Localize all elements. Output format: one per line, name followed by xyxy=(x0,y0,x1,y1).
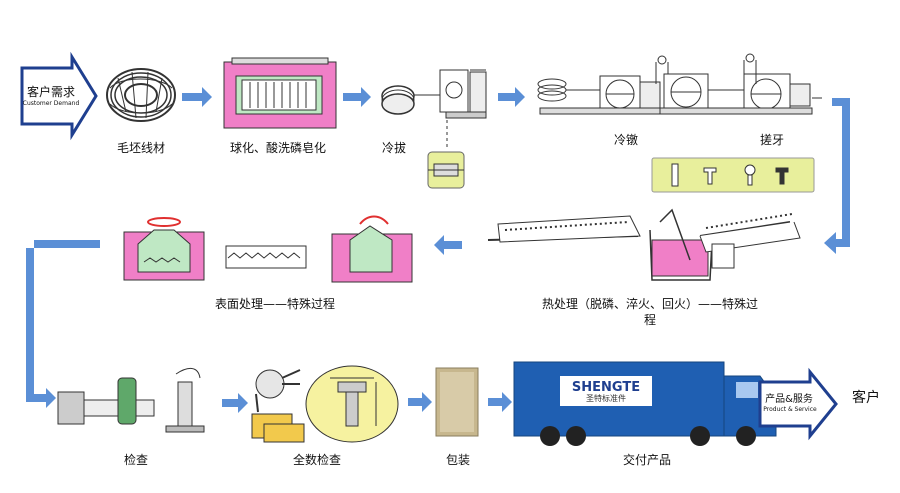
step-wire-label: 毛坯线材 xyxy=(116,141,165,155)
threading-machine-icon xyxy=(659,53,822,115)
connector-right xyxy=(824,98,850,254)
drawing-machine-icon xyxy=(381,69,487,119)
customer-demand-arrow xyxy=(20,51,98,141)
arrow-right-5 xyxy=(408,392,432,412)
step-heading-label: 冷镦 xyxy=(613,133,638,147)
bolt-gauge-icon xyxy=(57,368,205,433)
product-service-title: 产品&服务 xyxy=(765,394,813,405)
connector-left xyxy=(26,240,100,408)
surface-treatment-icon xyxy=(123,215,413,283)
package-icon xyxy=(435,367,479,437)
step-surface-label: 表面处理——特殊过程 xyxy=(214,297,335,311)
step-drawing-label: 冷拔 xyxy=(381,141,406,155)
step-deliver-label: 交付产品 xyxy=(622,453,671,467)
step-full-inspect-label: 全数检查 xyxy=(292,453,341,467)
customer-demand-subtitle: Customer Demand xyxy=(22,100,80,107)
heading-machine-icon xyxy=(537,55,669,115)
step-heat-label-2: 程 xyxy=(643,313,656,327)
arrow-right-3 xyxy=(498,87,525,107)
bolt-dimension-icon xyxy=(305,365,399,443)
truck-icon xyxy=(513,361,777,446)
arrow-right-6 xyxy=(488,392,512,412)
customer-label: 客户 xyxy=(852,390,880,406)
step-pickling-label: 球化、酸洗磷皂化 xyxy=(229,141,326,155)
flow-arrows xyxy=(26,87,850,413)
furnace-line-icon xyxy=(487,208,801,281)
customer-demand-title: 客户需求 xyxy=(26,85,75,99)
arrow-left-1 xyxy=(434,235,462,255)
truck-brand: SHENGTE xyxy=(571,380,641,395)
truck-brand-sub: 圣特标准件 xyxy=(586,394,626,403)
die-detail-icon xyxy=(427,151,465,189)
sorting-machine-icon xyxy=(251,369,305,443)
product-service-arrow xyxy=(758,367,838,441)
step-pack-label: 包装 xyxy=(445,453,470,467)
step-heat-label-1: 热处理（脱磷、淬火、回火）——特殊过 xyxy=(541,297,758,311)
arrow-right-2 xyxy=(343,87,371,107)
arrow-right-1 xyxy=(182,87,212,107)
step-inspect-label: 检查 xyxy=(123,453,148,467)
product-service-subtitle: Product & Service xyxy=(763,406,817,413)
bolt-blanks-icon xyxy=(651,157,815,193)
step-threading-label: 搓牙 xyxy=(759,133,784,147)
arrow-right-4 xyxy=(222,393,248,413)
pickling-machine-icon xyxy=(223,57,337,129)
coil-icon xyxy=(106,68,176,122)
